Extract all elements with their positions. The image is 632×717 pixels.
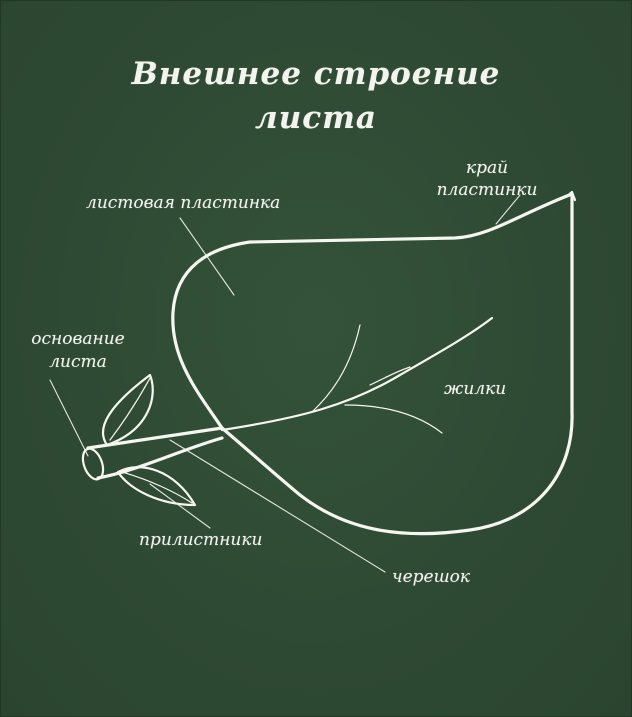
title-line-2: листа — [255, 100, 377, 136]
label-margin-line-1: край — [465, 158, 509, 178]
petiole-cut-end — [81, 447, 105, 481]
leaf-tip — [564, 190, 577, 202]
midrib-vein — [220, 316, 494, 432]
leader-margin — [495, 194, 521, 225]
label-base-line-2: листа — [49, 352, 107, 372]
label-veins: жилки — [444, 379, 507, 399]
leader-petiole — [169, 439, 386, 573]
stipule-upper — [101, 373, 154, 447]
leaf-blade-outline — [171, 192, 574, 536]
label-margin-line-2: пластинки — [436, 180, 538, 200]
stipule-lower-midline — [121, 471, 193, 504]
leader-blade — [179, 217, 235, 296]
label-blade: листовая пластинка — [86, 193, 281, 213]
label-base-line-1: основание — [31, 329, 125, 349]
stipule-upper-midline — [109, 377, 151, 441]
stipule-lower — [116, 466, 197, 507]
side-vein-upper-2 — [369, 366, 411, 386]
leader-base — [49, 379, 89, 457]
label-stipules: прилистники — [139, 530, 263, 550]
leader-stipules — [149, 483, 211, 529]
side-vein-upper — [311, 324, 361, 413]
title-line-1: Внешнее строение — [131, 56, 501, 92]
petiole-lower-edge — [96, 436, 224, 480]
side-vein-lower — [344, 404, 443, 434]
label-petiole: черешок — [392, 567, 471, 587]
